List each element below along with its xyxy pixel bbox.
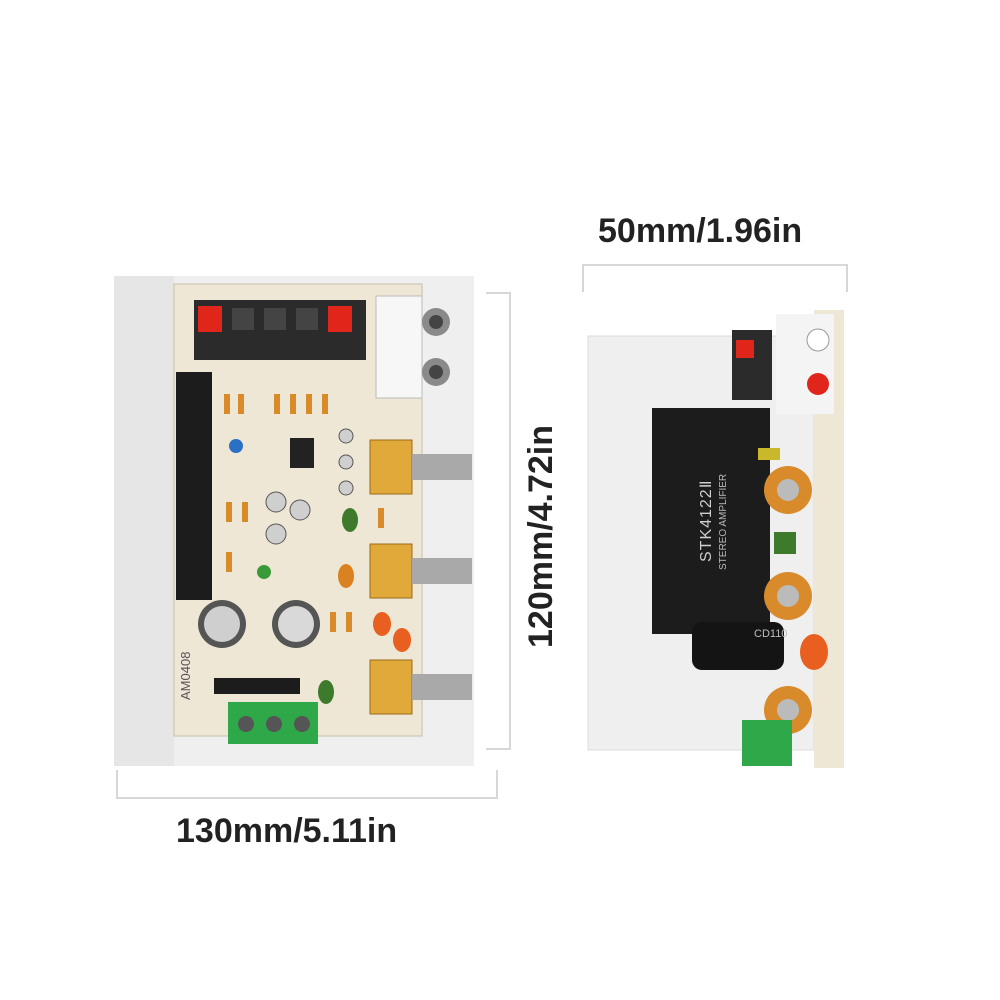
stk-chip-label: STK4122Ⅱ xyxy=(698,479,715,562)
width-dimension-label: 130mm/5.11in xyxy=(176,812,398,850)
depth-measure-tick-right xyxy=(846,264,848,292)
depth-dimension-label: 50mm/1.96in xyxy=(598,212,803,250)
width-measure-tick-left xyxy=(116,770,118,799)
stk-chip-sublabel: STEREO AMPLIFIER xyxy=(718,473,729,570)
depth-measure-tick-left xyxy=(582,264,584,292)
width-measure-line xyxy=(116,797,498,799)
width-measure-tick-right xyxy=(496,770,498,799)
board-side-photo xyxy=(582,300,848,770)
height-measure-tick-top xyxy=(486,292,510,294)
depth-measure-line xyxy=(582,264,848,266)
height-measure-tick-bottom xyxy=(486,748,510,750)
board-front-silkscreen: AM0408 xyxy=(178,651,193,700)
board-front-photo xyxy=(114,276,484,766)
height-measure-line xyxy=(509,292,511,750)
height-dimension-label: 120mm/4.72in xyxy=(522,424,560,648)
capacitor-label: CD110 xyxy=(754,628,788,640)
